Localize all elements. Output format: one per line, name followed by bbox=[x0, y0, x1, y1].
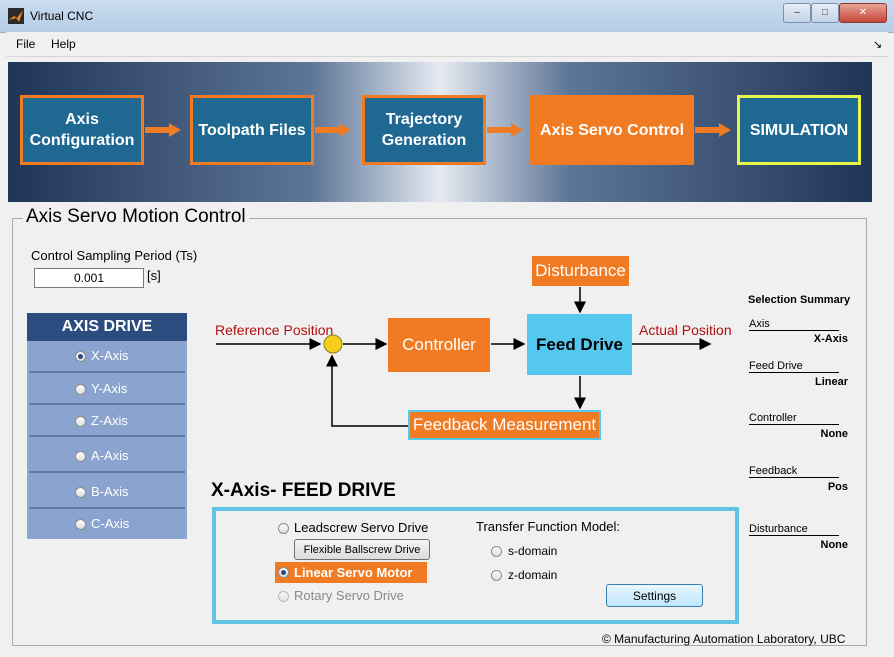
radio-icon[interactable] bbox=[75, 487, 86, 498]
settings-button[interactable]: Settings bbox=[606, 584, 703, 607]
axis-label: B-Axis bbox=[91, 484, 129, 499]
window-title: Virtual CNC bbox=[30, 9, 94, 23]
step-axis-configuration[interactable]: Axis Configuration bbox=[20, 95, 144, 165]
summary-value: Linear bbox=[814, 376, 848, 388]
feed-drive-title: X-Axis- FEED DRIVE bbox=[211, 480, 396, 501]
summing-junction-icon bbox=[323, 334, 343, 354]
summary-key: Controller bbox=[749, 412, 839, 425]
menu-bar bbox=[6, 32, 888, 57]
axis-option-z[interactable]: Z-Axis bbox=[29, 405, 185, 437]
axis-drive-header: AXIS DRIVE bbox=[27, 313, 187, 341]
panel-title: Axis Servo Motion Control bbox=[23, 206, 249, 228]
reference-position-label: Reference Position bbox=[215, 322, 334, 338]
summary-value: None bbox=[820, 539, 849, 551]
close-button[interactable]: ✕ bbox=[839, 3, 887, 23]
linear-option-label[interactable]: Linear Servo Motor bbox=[294, 565, 413, 580]
summary-value: X-Axis bbox=[813, 333, 848, 345]
servo-control-panel bbox=[12, 218, 867, 646]
minimize-button[interactable]: – bbox=[783, 3, 811, 23]
radio-icon[interactable] bbox=[75, 416, 86, 427]
feed-drive-block[interactable]: Feed Drive bbox=[527, 314, 632, 375]
sampling-period-label: Control Sampling Period (Ts) bbox=[31, 248, 198, 263]
actual-position-label: Actual Position bbox=[639, 322, 732, 338]
leadscrew-option-label[interactable]: Leadscrew Servo Drive bbox=[294, 520, 429, 535]
toolbar-chevron-icon[interactable]: ↘ bbox=[873, 39, 883, 51]
radio-icon[interactable] bbox=[491, 570, 502, 581]
sampling-period-unit: [s] bbox=[147, 268, 161, 283]
radio-icon[interactable] bbox=[75, 519, 86, 530]
step-axis-servo-control[interactable]: Axis Servo Control bbox=[530, 95, 694, 165]
radio-icon bbox=[278, 591, 289, 602]
axis-option-c[interactable]: C-Axis bbox=[29, 509, 185, 539]
summary-key: Feedback bbox=[749, 465, 839, 478]
workflow-banner: Axis Configuration Toolpath Files Trajec… bbox=[8, 62, 872, 202]
controller-block[interactable]: Controller bbox=[388, 318, 490, 372]
maximize-button[interactable]: □ bbox=[811, 3, 839, 23]
menu-help[interactable]: Help bbox=[51, 37, 76, 51]
summary-key: Feed Drive bbox=[749, 360, 839, 373]
s-domain-option[interactable]: s-domain bbox=[508, 544, 558, 558]
axis-option-y[interactable]: Y-Axis bbox=[29, 373, 185, 405]
arrow-right-icon bbox=[145, 123, 181, 137]
radio-icon[interactable] bbox=[75, 351, 86, 362]
radio-icon[interactable] bbox=[491, 546, 502, 557]
z-domain-option[interactable]: z-domain bbox=[508, 568, 558, 582]
summary-value: None bbox=[820, 428, 849, 440]
radio-icon[interactable] bbox=[75, 384, 86, 395]
step-simulation[interactable]: SIMULATION bbox=[737, 95, 861, 165]
feed-drive-options-box bbox=[212, 507, 739, 624]
step-toolpath-files[interactable]: Toolpath Files bbox=[190, 95, 314, 165]
axis-option-b[interactable]: B-Axis bbox=[29, 473, 185, 509]
axis-option-a[interactable]: A-Axis bbox=[29, 437, 185, 473]
menu-file[interactable]: File bbox=[16, 37, 36, 51]
linear-option-highlight[interactable] bbox=[275, 562, 427, 583]
sampling-period-input[interactable] bbox=[34, 268, 144, 288]
feedback-measurement-block[interactable]: Feedback Measurement bbox=[408, 410, 601, 440]
summary-title: Selection Summary bbox=[748, 294, 851, 306]
summary-value: Pos bbox=[827, 481, 848, 493]
axis-option-x[interactable]: X-Axis bbox=[29, 341, 185, 373]
axis-label: C-Axis bbox=[91, 516, 130, 531]
disturbance-block[interactable]: Disturbance bbox=[532, 256, 629, 286]
rotary-option-label: Rotary Servo Drive bbox=[294, 588, 404, 603]
arrow-right-icon bbox=[487, 123, 523, 137]
axis-label: Y-Axis bbox=[91, 381, 128, 396]
step-trajectory-generation[interactable]: Trajectory Generation bbox=[362, 95, 486, 165]
summary-key: Axis bbox=[749, 318, 839, 331]
flexible-ballscrew-button[interactable]: Flexible Ballscrew Drive bbox=[294, 539, 430, 560]
axis-label: A-Axis bbox=[91, 448, 129, 463]
summary-key: Disturbance bbox=[749, 523, 839, 536]
copyright-footer: © Manufacturing Automation Laboratory, U… bbox=[602, 632, 846, 646]
radio-icon[interactable] bbox=[278, 567, 289, 578]
axis-label: Z-Axis bbox=[91, 413, 128, 428]
arrow-right-icon bbox=[695, 123, 731, 137]
radio-icon[interactable] bbox=[75, 451, 86, 462]
axis-label: X-Axis bbox=[91, 348, 129, 363]
transfer-function-label: Transfer Function Model: bbox=[476, 519, 621, 534]
arrow-right-icon bbox=[315, 123, 351, 137]
radio-icon[interactable] bbox=[278, 523, 289, 534]
matlab-icon bbox=[8, 8, 24, 24]
